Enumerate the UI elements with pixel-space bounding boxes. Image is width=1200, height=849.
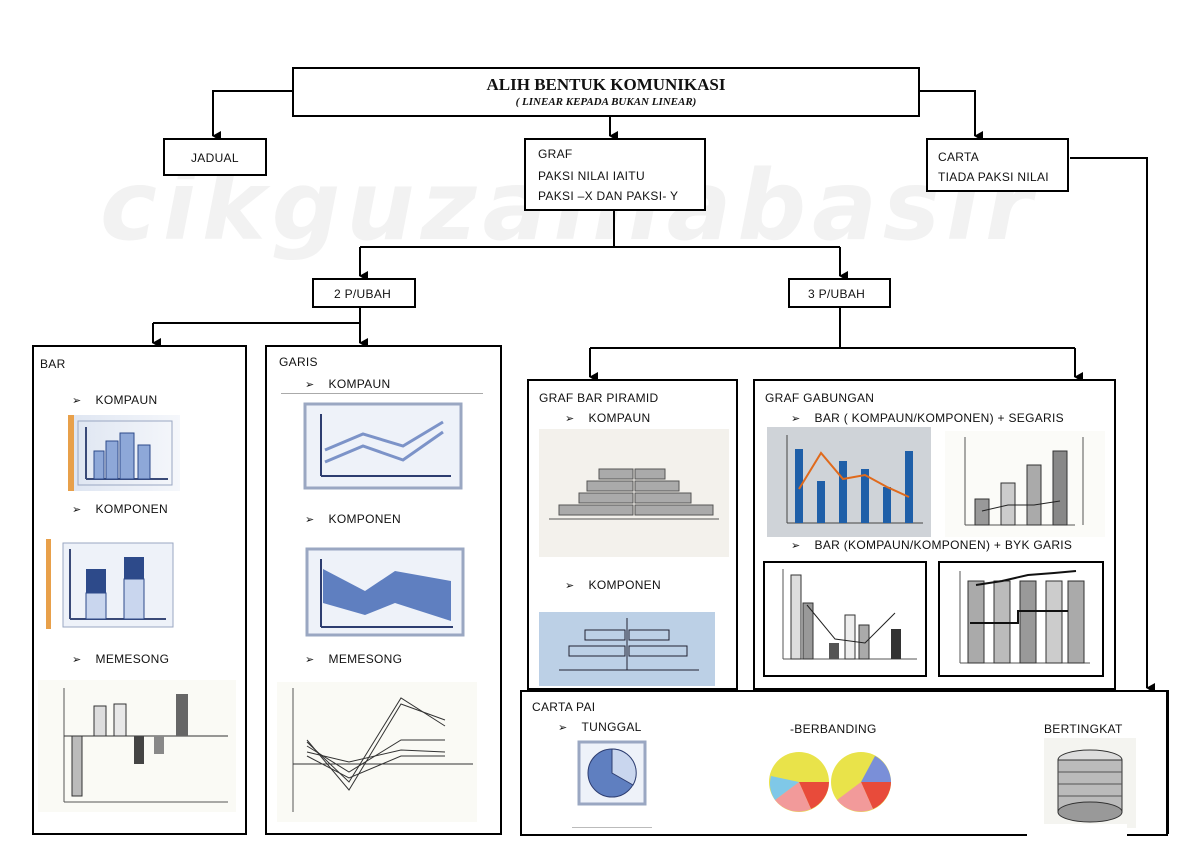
multi-line-chart-frame-1 <box>763 561 927 677</box>
arrow-bullet-icon: ➢ <box>72 654 82 666</box>
multi-line-chart-frame-2 <box>938 561 1104 677</box>
two-var-box: 2 P/UBAH <box>312 278 416 308</box>
bottom-mask <box>1027 824 1127 836</box>
piramid-item-kompaun: ➢KOMPAUN <box>565 411 651 425</box>
graf-line1: GRAF <box>538 147 573 161</box>
bar-box: BAR ➢KOMPAUN ➢KOMPONEN ➢MEMESONG <box>32 345 247 835</box>
three-var-label: 3 P/UBAH <box>808 287 866 301</box>
garis-item-komponen: ➢KOMPONEN <box>305 512 401 526</box>
bar-title: BAR <box>40 357 66 371</box>
root-subtitle: ( LINEAR KEPADA BUKAN LINEAR) <box>515 96 697 108</box>
garis-box: GARIS ➢KOMPAUN ➢KOMPONEN ➢MEMESONG <box>265 345 502 835</box>
gabungan-item-segaris: ➢BAR ( KOMPAUN/KOMPONEN) + SEGARIS <box>791 411 1064 425</box>
root-box: ALIH BENTUK KOMUNIKASI ( LINEAR KEPADA B… <box>292 67 920 117</box>
pai-item-bertingkat: BERTINGKAT <box>1044 722 1123 736</box>
bar-line-combo-thumb <box>767 427 931 537</box>
graf-line3: PAKSI –X DAN PAKSI- Y <box>538 189 679 203</box>
arrow-bullet-icon: ➢ <box>791 413 801 425</box>
divider-line <box>281 393 483 394</box>
bar-item-memesong: ➢MEMESONG <box>72 652 170 666</box>
stacked-pie-cylinder-thumb <box>1044 738 1136 828</box>
piramid-title: GRAF BAR PIRAMID <box>539 391 659 405</box>
arrow-bullet-icon: ➢ <box>72 395 82 407</box>
bar-item-komponen: ➢KOMPONEN <box>72 502 168 516</box>
single-pie-icon <box>577 740 647 806</box>
root-title: ALIH BENTUK KOMUNIKASI <box>486 75 726 94</box>
pai-item-berbanding: -BERBANDING <box>790 722 877 736</box>
arrow-bullet-icon: ➢ <box>305 654 315 666</box>
garis-item-memesong: ➢MEMESONG <box>305 652 403 666</box>
deviation-bar-chart-thumb <box>38 680 236 812</box>
arrow-bullet-icon: ➢ <box>72 504 82 516</box>
piramid-item-komponen: ➢KOMPONEN <box>565 578 661 592</box>
compound-line-icon <box>303 402 463 490</box>
component-line-icon <box>305 547 465 637</box>
carta-box: CARTA TIADA PAKSI NILAI <box>926 138 1069 192</box>
gabungan-title: GRAF GABUNGAN <box>765 391 875 405</box>
gabungan-item-byk-garis: ➢BAR (KOMPAUN/KOMPONEN) + BYK GARIS <box>791 538 1073 552</box>
arrow-bullet-icon: ➢ <box>305 514 315 526</box>
pyramid-sketch-thumb <box>539 612 715 686</box>
jadual-label: JADUAL <box>191 151 239 165</box>
carta-line1: CARTA <box>938 150 980 164</box>
piramid-box: GRAF BAR PIRAMID ➢KOMPAUN ➢KOMPONEN <box>527 379 738 690</box>
pyramid-chart-thumb <box>539 429 729 557</box>
three-var-box: 3 P/UBAH <box>788 278 891 308</box>
stacked-bar-line-thumb <box>945 431 1105 537</box>
two-var-label: 2 P/UBAH <box>334 287 392 301</box>
graf-box: GRAF PAKSI NILAI IAITU PAKSI –X DAN PAKS… <box>524 138 706 211</box>
jadual-box: JADUAL <box>163 138 267 176</box>
carta-pai-box: CARTA PAI ➢TUNGGAL -BERBANDING BERTINGKA… <box>520 690 1168 836</box>
pie-underline <box>572 827 652 828</box>
arrow-bullet-icon: ➢ <box>791 540 801 552</box>
compound-bar-icon <box>68 415 180 491</box>
gabungan-box: GRAF GABUNGAN ➢BAR ( KOMPAUN/KOMPONEN) +… <box>753 379 1116 690</box>
arrow-bullet-icon: ➢ <box>305 379 315 391</box>
graf-line2: PAKSI NILAI IAITU <box>538 169 645 183</box>
garis-item-kompaun: ➢KOMPAUN <box>305 377 391 391</box>
carta-pai-title: CARTA PAI <box>532 700 596 714</box>
deviation-line-chart-thumb <box>277 682 477 822</box>
arrow-bullet-icon: ➢ <box>565 413 575 425</box>
carta-line2: TIADA PAKSI NILAI <box>938 170 1049 184</box>
bar-item-kompaun: ➢KOMPAUN <box>72 393 158 407</box>
comparative-pie-thumb <box>767 750 893 816</box>
pai-item-tunggal: ➢TUNGGAL <box>558 720 642 734</box>
garis-title: GARIS <box>279 355 318 369</box>
component-bar-icon <box>46 539 176 629</box>
arrow-bullet-icon: ➢ <box>558 722 568 734</box>
arrow-bullet-icon: ➢ <box>565 580 575 592</box>
